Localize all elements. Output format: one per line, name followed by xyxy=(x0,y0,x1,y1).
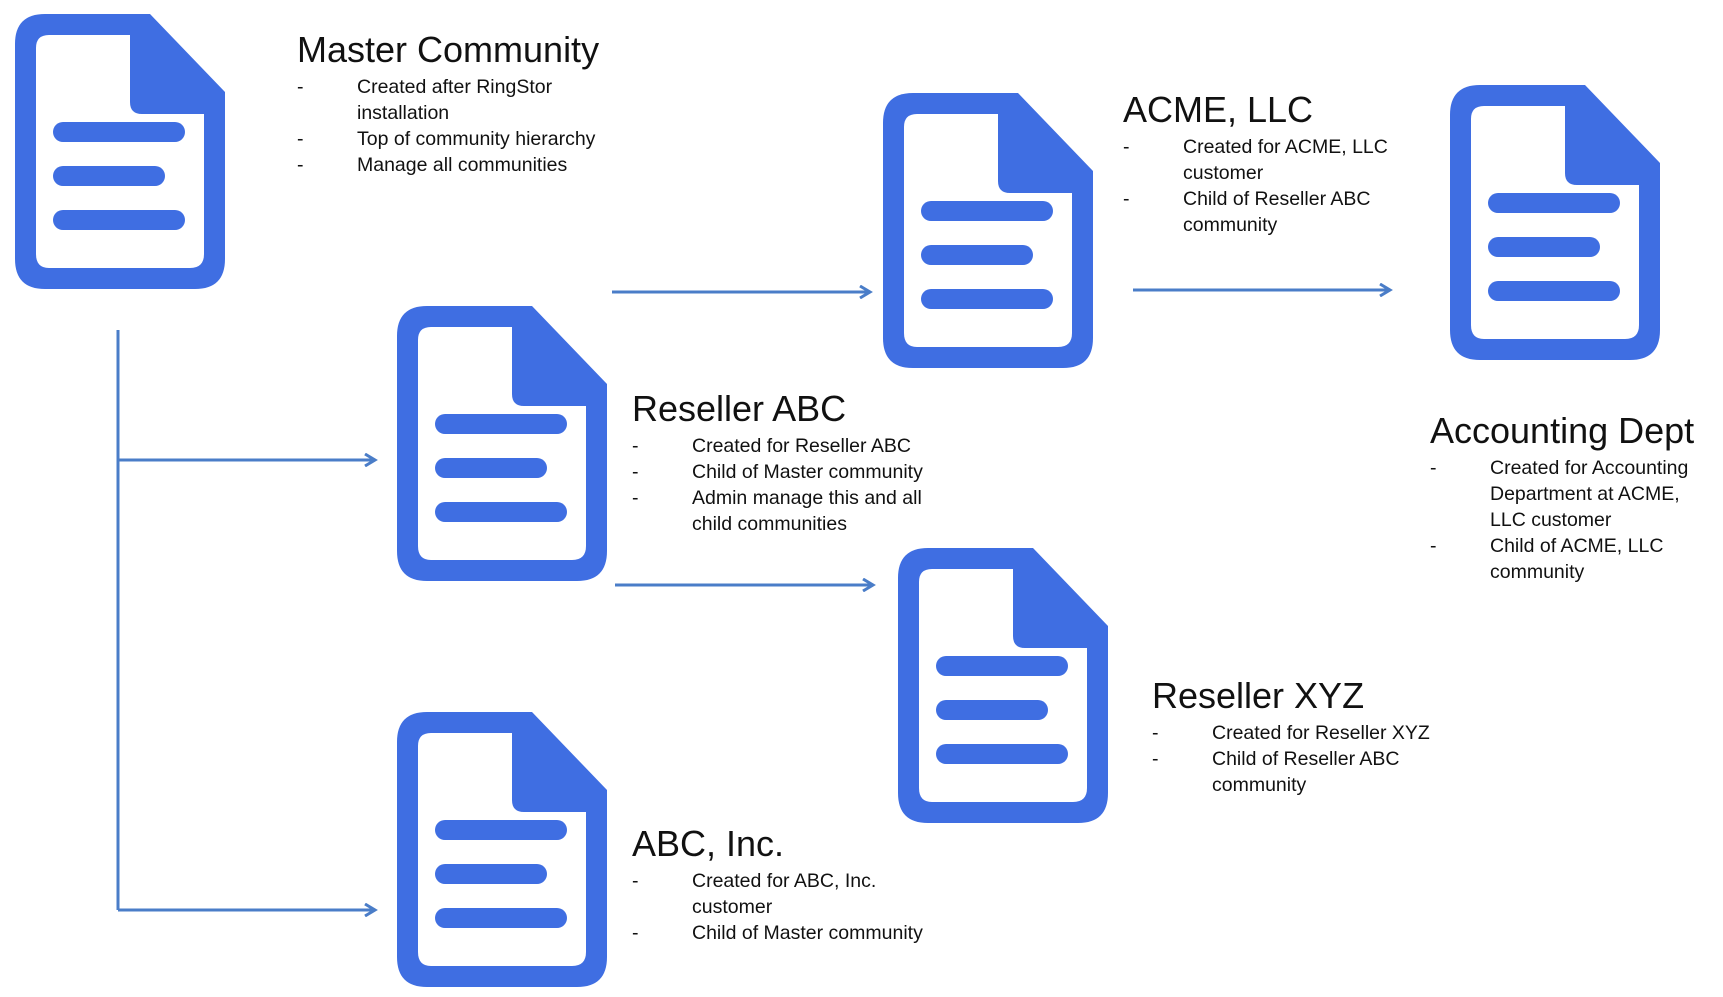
node-bullet: Created for Reseller XYZ xyxy=(1152,720,1472,746)
document-icon xyxy=(387,702,617,997)
node-bullet: Created for ACME, LLC customer xyxy=(1123,134,1443,186)
document-icon xyxy=(387,296,617,591)
node-bullets: Created for Reseller ABC Child of Master… xyxy=(632,433,952,537)
node-abc-inc: ABC, Inc. Created for ABC, Inc. customer… xyxy=(632,823,952,947)
node-bullet: Created for Reseller ABC xyxy=(632,433,952,459)
node-bullets: Created for ABC, Inc. customer Child of … xyxy=(632,868,952,946)
node-bullet: Child of Master community xyxy=(632,920,952,946)
node-bullets: Created after RingStor installation Top … xyxy=(297,74,637,178)
document-icon xyxy=(5,4,235,299)
node-bullets: Created for ACME, LLC customer Child of … xyxy=(1123,134,1443,238)
node-title: Reseller XYZ xyxy=(1152,675,1365,716)
node-title: Master Community xyxy=(297,29,600,70)
node-bullet: Admin manage this and all child communit… xyxy=(632,485,952,537)
node-title: Reseller ABC xyxy=(632,388,847,429)
node-title: Accounting Dept xyxy=(1430,410,1695,451)
document-icon xyxy=(873,83,1103,378)
node-bullet: Child of Reseller ABC community xyxy=(1152,746,1472,798)
node-reseller-xyz: Reseller XYZ Created for Reseller XYZ Ch… xyxy=(1152,676,1472,798)
document-icon xyxy=(888,538,1118,833)
node-reseller-abc: Reseller ABC Created for Reseller ABC Ch… xyxy=(632,389,952,537)
node-bullet: Manage all communities xyxy=(297,152,637,178)
node-bullet: Child of Reseller ABC community xyxy=(1123,186,1443,238)
node-bullet: Created for ABC, Inc. customer xyxy=(632,868,952,920)
node-accounting-dept: Accounting Dept Created for Accounting D… xyxy=(1430,411,1720,585)
node-bullets: Created for Reseller XYZ Child of Resell… xyxy=(1152,720,1472,798)
node-bullet: Child of Master community xyxy=(632,459,952,485)
node-acme-llc: ACME, LLC Created for ACME, LLC customer… xyxy=(1123,90,1443,238)
node-master-community: Master Community Created after RingStor … xyxy=(297,29,637,179)
node-bullet: Created after RingStor installation xyxy=(297,74,637,126)
document-icon xyxy=(1440,75,1670,370)
node-title: ABC, Inc. xyxy=(632,823,785,864)
node-bullets: Created for Accounting Department at ACM… xyxy=(1430,455,1720,585)
node-bullet: Top of community hierarchy xyxy=(297,126,637,152)
node-title: ACME, LLC xyxy=(1123,89,1314,130)
node-bullet: Child of ACME, LLC community xyxy=(1430,533,1720,585)
node-bullet: Created for Accounting Department at ACM… xyxy=(1430,455,1720,533)
